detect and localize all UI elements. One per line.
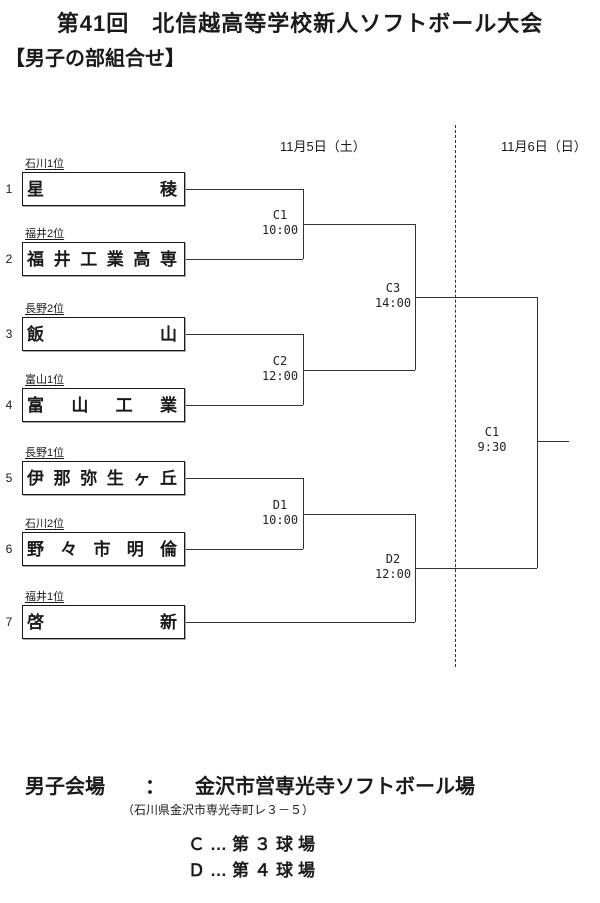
match-id: D2	[385, 552, 401, 566]
day1-label: 11月5日（土）	[280, 139, 366, 154]
match-time: 12:00	[261, 369, 299, 383]
match-time: 14:00	[374, 296, 412, 310]
team-box-1: 星稜	[22, 172, 185, 206]
team-name: 野々市明倫	[27, 539, 177, 559]
team6-connector-line	[186, 549, 303, 550]
section-subtitle: 【男子の部組合せ】	[5, 48, 185, 70]
seed-number: 2	[5, 252, 13, 266]
match-label-c1: C1 10:00	[248, 208, 312, 238]
match-time: 10:00	[261, 513, 299, 527]
match-c1-winner-line	[303, 224, 415, 225]
team1-connector-line	[186, 189, 303, 190]
venue-court-c: Ｃ…第３球場	[188, 835, 320, 854]
match-time: 9:30	[477, 440, 507, 454]
day2-label: 11月6日（日）	[501, 139, 587, 154]
match-label-d2: D2 12:00	[361, 552, 425, 582]
team-name: 伊那弥生ヶ丘	[27, 468, 177, 488]
team-name: 富山工業	[27, 395, 177, 415]
match-c2-bracket-line	[303, 334, 304, 405]
match-id: D1	[272, 498, 288, 512]
seed-number: 1	[5, 182, 13, 196]
team-box-7: 啓新	[22, 605, 185, 639]
day-separator-line	[455, 125, 456, 667]
seed-number: 4	[5, 398, 13, 412]
team3-connector-line	[186, 334, 303, 335]
venue-court-d: Ｄ…第４球場	[188, 861, 320, 880]
venue-address: （石川県金沢市専光寺町レ３－５）	[122, 803, 315, 817]
match-d1-bracket-line	[303, 478, 304, 549]
team-name: 啓新	[27, 612, 177, 632]
team-box-6: 野々市明倫	[22, 532, 185, 566]
team-name: 星稜	[27, 179, 177, 199]
prefecture-rank-label: 長野2位	[25, 303, 65, 315]
match-label-c2: C2 12:00	[248, 354, 312, 384]
team-box-4: 富山工業	[22, 388, 185, 422]
seed-number: 7	[5, 615, 13, 629]
match-id: C3	[385, 281, 401, 295]
prefecture-rank-label: 富山1位	[25, 374, 65, 386]
team5-connector-line	[186, 478, 303, 479]
prefecture-rank-label: 長野1位	[25, 447, 65, 459]
team-box-2: 福井工業高専	[22, 242, 185, 276]
match-id: C1	[272, 208, 288, 222]
seed-number: 6	[5, 542, 13, 556]
match-time: 12:00	[374, 567, 412, 581]
team4-connector-line	[186, 405, 303, 406]
match-label-final-c1: C1 9:30	[460, 425, 524, 455]
match-label-c3: C3 14:00	[361, 281, 425, 311]
match-c2-winner-line	[303, 370, 415, 371]
match-d2-winner-line	[415, 568, 537, 569]
prefecture-rank-label: 石川2位	[25, 518, 65, 530]
match-id: C1	[484, 425, 500, 439]
prefecture-rank-label: 福井2位	[25, 228, 65, 240]
seed-number: 5	[5, 471, 13, 485]
team-name: 飯山	[27, 324, 177, 344]
page-title: 第41回 北信越高等学校新人ソフトボール大会	[56, 11, 544, 36]
team-name: 福井工業高専	[27, 249, 177, 269]
prefecture-rank-label: 福井1位	[25, 591, 65, 603]
champion-line	[537, 441, 569, 442]
team7-connector-line	[186, 622, 415, 623]
seed-number: 3	[5, 327, 13, 341]
match-id: C2	[272, 354, 288, 368]
final-bracket-line	[537, 297, 538, 568]
team2-connector-line	[186, 259, 303, 260]
prefecture-rank-label: 石川1位	[25, 158, 65, 170]
match-label-d1: D1 10:00	[248, 498, 312, 528]
match-c3-winner-line	[415, 297, 537, 298]
match-d1-winner-line	[303, 514, 415, 515]
match-time: 10:00	[261, 223, 299, 237]
team-box-5: 伊那弥生ヶ丘	[22, 461, 185, 495]
venue-heading: 男子会場 ： 金沢市営専光寺ソフトボール場	[25, 776, 475, 798]
team-box-3: 飯山	[22, 317, 185, 351]
